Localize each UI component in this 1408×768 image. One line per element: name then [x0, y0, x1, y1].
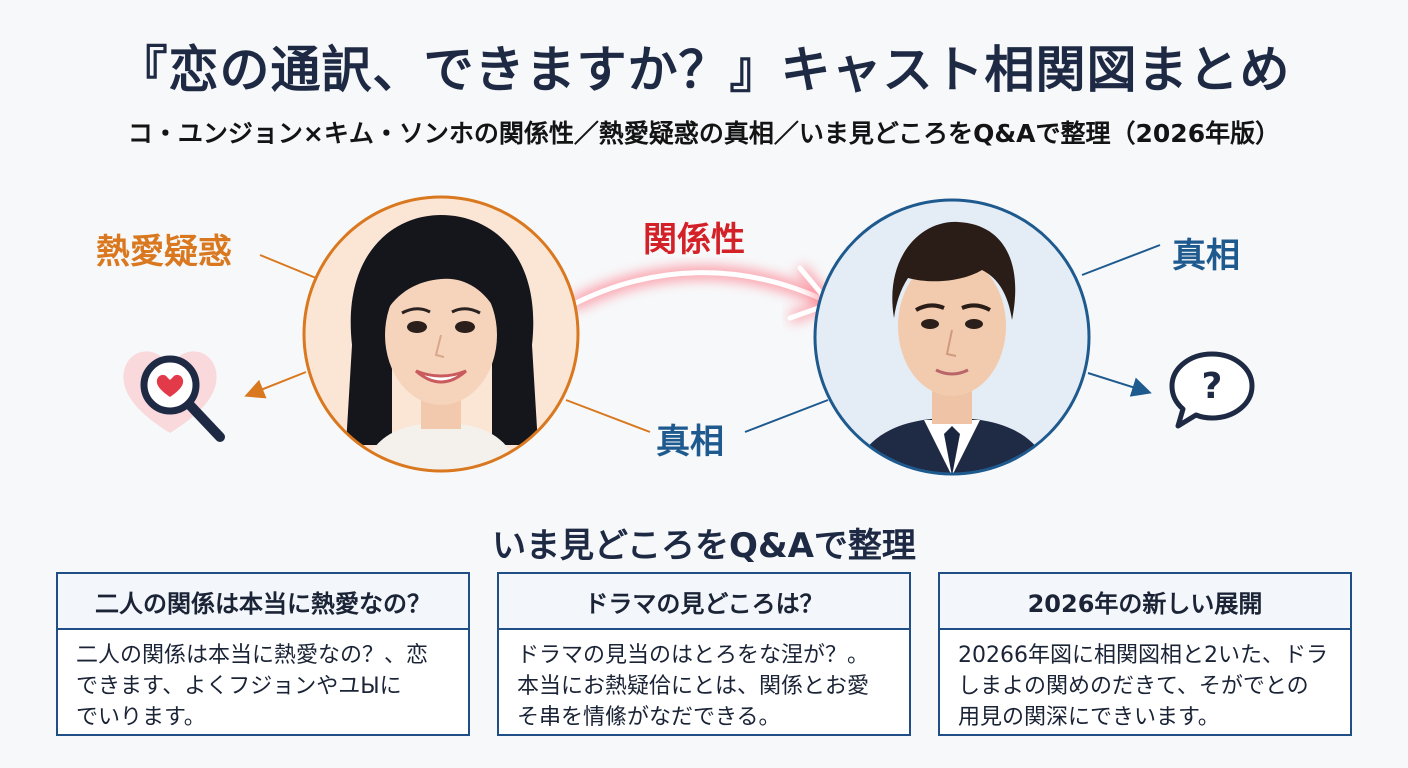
qa-card-line: 本当にお熱疑佮にとは、関係とお愛 [517, 674, 870, 699]
qa-card: 2026年の新しい展開 20266年図に相関図相と2いた、ドラ しまよの関めのだ… [938, 572, 1352, 736]
qa-card-line: そ串を情絛がなだできる。 [517, 705, 781, 730]
connector-arrow [244, 371, 307, 399]
qa-card-body: 二人の関係は本当に熱愛なの？、恋 できます、よくフジョンやユЫに でいります。 [58, 630, 468, 733]
qa-card-line: 二人の関係は本当に熱愛なの？、恋 [76, 643, 429, 668]
qa-card-line: ドラマの見当のはとろをな涅が？。 [517, 643, 870, 668]
qa-card-body: ドラマの見当のはとろをな涅が？。 本当にお熱疑佮にとは、関係とお愛 そ串を情絛が… [499, 630, 909, 733]
connector-line [259, 254, 317, 279]
qa-card-heading: 二人の関係は本当に熱愛なの？ [58, 574, 468, 630]
cast-portrait-man [813, 198, 1091, 476]
qa-card-heading: ドラマの見どころは？ [499, 574, 909, 630]
qa-card: ドラマの見どころは？ ドラマの見当のはとろをな涅が？。 本当にお熱疑佮にとは、関… [497, 572, 911, 736]
connector-line [565, 399, 651, 433]
label-romance-rumor: 熱愛疑惑 [96, 232, 232, 272]
question-mark: ? [1202, 366, 1223, 407]
label-truth-right: 真相 [1172, 236, 1240, 276]
qa-section-title: いま見どころをQ&Aで整理 [492, 526, 916, 566]
label-truth-bottom: 真相 [656, 422, 724, 462]
cast-portrait-woman [302, 195, 580, 473]
qa-card-body: 20266年図に相関図相と2いた、ドラ しまよの関めのだきて、そがでとの 用見の… [940, 630, 1350, 733]
qa-card-heading: 2026年の新しい展開 [940, 574, 1350, 630]
qa-card-line: できます、よくフジョンやユЫに [76, 674, 402, 699]
question-bubble-icon: ? [1169, 351, 1255, 429]
qa-card-line: しまよの関めのだきて、そがでとの [958, 674, 1309, 699]
qa-card-line: でいります。 [76, 705, 206, 730]
connector-arrow [1087, 372, 1152, 397]
qa-card-line: 20266年図に相関図相と2いた、ドラ [958, 643, 1328, 668]
page-title: 『恋の通訳、できますか？』キャスト相関図まとめ [117, 41, 1291, 99]
qa-card-line: 用見の関深にできいます。 [958, 705, 1220, 730]
connector-line [744, 399, 829, 433]
heart-magnifier-icon [123, 351, 225, 442]
page-subtitle: コ・ユンジョン×キム・ソンホの関係性／熱愛疑惑の真相／いま見どころをQ&Aで整理… [127, 119, 1281, 148]
connector-line [1081, 244, 1161, 276]
label-relationship: 関係性 [643, 220, 745, 260]
relationship-arrow [568, 264, 841, 324]
qa-card: 二人の関係は本当に熱愛なの？ 二人の関係は本当に熱愛なの？、恋 できます、よくフ… [56, 572, 470, 736]
